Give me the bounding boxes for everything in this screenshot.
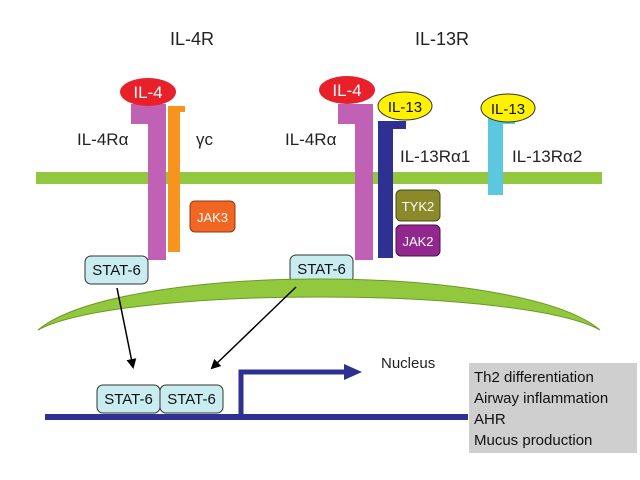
arrow-stat6-right-to-nucleus: [210, 286, 297, 370]
stat6-dimer-box-b: [159, 384, 224, 414]
il4ralpha-label-right: IL-4Rα: [285, 130, 337, 149]
il4-ligand-right: [319, 76, 375, 104]
jak2-label: JAK2: [402, 234, 433, 249]
outcome-item: Th2 differentiation: [474, 369, 594, 386]
outcome-item: Airway inflammation: [474, 390, 608, 407]
transcription-arrowhead: [344, 364, 362, 380]
outcomes-box: [469, 363, 637, 453]
il13-ligand-middle-label: IL-13: [388, 99, 422, 116]
il4-ligand-left: [120, 78, 176, 106]
cell-membrane: [36, 172, 602, 184]
il13ralpha2-chain: [488, 116, 515, 195]
stat6-dimer-label-a: STAT-6: [104, 391, 153, 408]
tyk2-box: [395, 189, 441, 222]
il13ralpha1-chain: [378, 121, 406, 258]
il13-ligand-right: [480, 93, 536, 123]
il4r-title: IL-4R: [170, 29, 214, 49]
gamma-c-chain: [168, 106, 185, 252]
il13r-title: IL-13R: [415, 29, 469, 49]
tyk2-label: TYK2: [402, 199, 435, 214]
il4ralpha-chain-left: [131, 104, 166, 260]
il13ralpha1-label: IL-13Rα1: [400, 147, 470, 166]
outcome-item: Mucus production: [474, 432, 592, 449]
stat6-label-right: STAT-6: [297, 261, 346, 278]
stat6-dimer-label-b: STAT-6: [167, 391, 216, 408]
il4-ligand-left-label: IL-4: [133, 83, 162, 102]
il4ralpha-chain-right: [338, 104, 373, 260]
il13-ligand-middle: [377, 91, 433, 121]
jak3-label: JAK3: [197, 210, 228, 225]
arrow-stat6-left-to-nucleus: [116, 287, 137, 369]
il13ralpha2-label: IL-13Rα2: [512, 147, 582, 166]
transcription-start-arrow: [238, 369, 346, 414]
stat6-label-left: STAT-6: [92, 262, 141, 279]
nucleus-label: Nucleus: [381, 355, 435, 372]
jak2-box: [395, 224, 441, 257]
il4-ligand-right-label: IL-4: [332, 81, 361, 100]
outcome-item: AHR: [474, 411, 506, 428]
dna-strand: [45, 414, 468, 420]
il13-ligand-right-label: IL-13: [491, 101, 525, 118]
gamma-c-label: γc: [196, 130, 214, 149]
il4ralpha-label-left: IL-4Rα: [77, 130, 129, 149]
stat6-box-left: [84, 255, 149, 285]
jak3-box: [189, 200, 236, 233]
nuclear-envelope: [37, 278, 601, 331]
